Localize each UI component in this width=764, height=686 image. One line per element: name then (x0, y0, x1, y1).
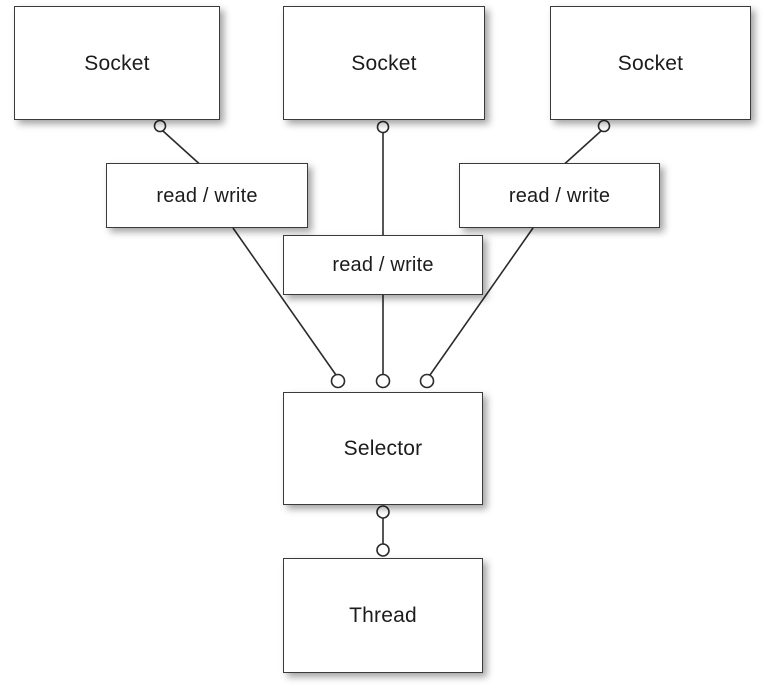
node-selector[interactable]: Selector (283, 392, 483, 505)
conn-socket-left-bottom (153, 119, 167, 133)
node-label-selector: Selector (343, 437, 423, 460)
node-label-rw-right: read / write (508, 184, 611, 207)
conn-selector-top-middle (375, 373, 391, 389)
conn-selector-bottom (376, 505, 390, 519)
node-socket-left[interactable]: Socket (14, 6, 220, 120)
node-rw-right[interactable]: read / write (459, 163, 660, 228)
node-socket-right[interactable]: Socket (550, 6, 751, 120)
node-rw-middle[interactable]: read / write (283, 235, 483, 295)
node-label-socket-right: Socket (617, 51, 684, 75)
conn-socket-middle-bottom (376, 120, 390, 134)
node-label-socket-middle: Socket (351, 51, 417, 75)
node-rw-left[interactable]: read / write (106, 163, 308, 228)
conn-socket-right-bottom (597, 119, 611, 133)
node-label-thread: Thread (349, 604, 417, 627)
conn-selector-top-right (419, 373, 435, 389)
node-label-rw-left: read / write (156, 184, 258, 207)
conn-selector-top-left (330, 373, 346, 389)
node-label-socket-left: Socket (84, 51, 150, 75)
node-socket-middle[interactable]: Socket (283, 6, 485, 120)
node-label-rw-middle: read / write (332, 254, 434, 276)
conn-thread-top (376, 543, 390, 557)
node-thread[interactable]: Thread (283, 558, 483, 673)
